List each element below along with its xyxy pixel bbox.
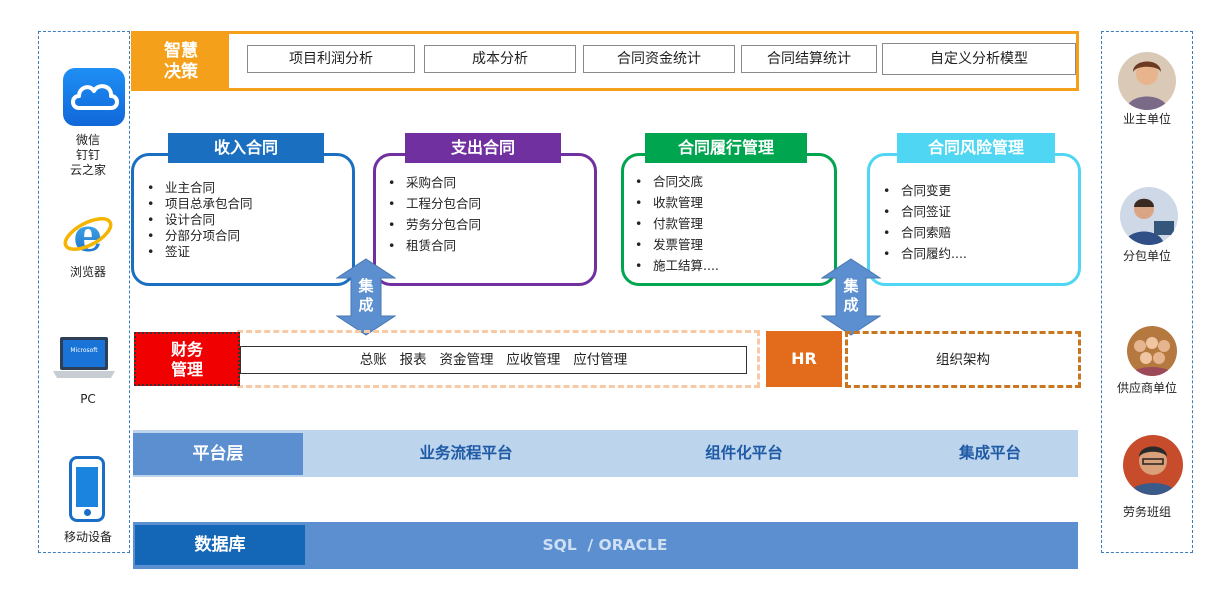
decision-item-contract-settlement[interactable]: 合同结算统计 [741, 45, 877, 73]
subcontractor-avatar-icon [1120, 187, 1178, 245]
finance-badge: 财务 管理 [134, 332, 240, 386]
list-item: 采购合同 [384, 172, 584, 193]
list-item: 合同索赔 [879, 222, 1074, 243]
access-label-line: 微信 [75, 133, 100, 147]
finance-items-bar[interactable]: 总账 报表 资金管理 应收管理 应付管理 [240, 346, 747, 374]
owner-avatar-icon [1118, 52, 1176, 110]
list-item: 签证 [143, 244, 343, 260]
access-label-line: 钉钉 [75, 148, 100, 162]
platform-item-component[interactable]: 组件化平台 [705, 444, 783, 462]
integration-label-right: 集 成 [831, 277, 871, 315]
integration-label-line: 成 [843, 296, 859, 314]
party-label-subcontractor: 分包单位 [1122, 249, 1171, 263]
integration-label-line: 集 [358, 277, 374, 295]
contract-list-performance: 合同交底 收款管理 付款管理 发票管理 施工结算.... [631, 171, 831, 276]
contract-list-risk: 合同变更 合同签证 合同索赔 合同履约.... [879, 180, 1074, 264]
integration-label-line: 成 [358, 296, 374, 314]
access-label-im: 微信 钉钉 云之家 [48, 133, 128, 178]
smart-decision-bar [131, 31, 1079, 91]
list-item: 工程分包合同 [384, 193, 584, 214]
access-label-mobile: 移动设备 [63, 530, 112, 544]
list-item: 施工结算.... [631, 255, 831, 276]
database-layer-badge: 数据库 [135, 525, 305, 565]
decision-item-contract-funds[interactable]: 合同资金统计 [583, 45, 735, 73]
access-label-pc: PC [80, 392, 96, 406]
list-item: 合同交底 [631, 171, 831, 192]
list-item: 付款管理 [631, 213, 831, 234]
org-structure-box[interactable]: 组织架构 [845, 331, 1081, 388]
list-item: 业主合同 [143, 180, 343, 196]
integration-arrow-left [335, 258, 397, 336]
decision-item-project-profit[interactable]: 项目利润分析 [247, 45, 415, 73]
contract-head-risk: 合同风险管理 [897, 133, 1055, 163]
smart-decision-badge: 智慧 决策 [133, 33, 229, 89]
list-item: 发票管理 [631, 234, 831, 255]
integration-arrow-right [820, 258, 882, 336]
finance-badge-line: 财务 [170, 340, 203, 359]
party-label-owner: 业主单位 [1122, 112, 1171, 126]
integration-label-line: 集 [843, 277, 859, 295]
decision-badge-line: 决策 [164, 62, 198, 82]
svg-text:e: e [73, 208, 102, 261]
database-types-text: SQL / ORACLE [542, 536, 668, 554]
labor-team-avatar-icon [1123, 435, 1183, 495]
list-item: 合同履约.... [879, 243, 1074, 264]
contract-list-income: 业主合同 项目总承包合同 设计合同 分部分项合同 签证 [143, 180, 343, 260]
decision-badge-line: 智慧 [164, 41, 198, 61]
platform-item-integration[interactable]: 集成平台 [958, 444, 1021, 462]
list-item: 合同变更 [879, 180, 1074, 201]
hr-badge: HR [766, 331, 842, 387]
ie-browser-icon: e [61, 207, 115, 262]
laptop-icon [51, 335, 117, 383]
party-label-labor-team: 劳务班组 [1122, 505, 1171, 519]
contract-list-expense: 采购合同 工程分包合同 劳务分包合同 租赁合同 [384, 172, 584, 256]
list-item: 分部分项合同 [143, 228, 343, 244]
decision-item-cost-analysis[interactable]: 成本分析 [424, 45, 576, 73]
laptop-screen-logo: Microsoft [70, 347, 98, 354]
list-item: 劳务分包合同 [384, 214, 584, 235]
list-item: 项目总承包合同 [143, 196, 343, 212]
external-party-panel [1101, 31, 1193, 553]
list-item: 收款管理 [631, 192, 831, 213]
contract-head-performance: 合同履行管理 [645, 133, 807, 163]
supplier-avatar-icon [1127, 326, 1177, 376]
access-label-browser: 浏览器 [69, 265, 106, 279]
cloud-icon [63, 68, 125, 126]
mobile-phone-icon [69, 456, 105, 522]
platform-layer-badge: 平台层 [133, 433, 303, 475]
contract-head-expense: 支出合同 [405, 133, 561, 163]
list-item: 合同签证 [879, 201, 1074, 222]
platform-item-workflow[interactable]: 业务流程平台 [419, 444, 513, 462]
party-label-supplier: 供应商单位 [1116, 381, 1177, 395]
finance-badge-line: 管理 [170, 360, 203, 379]
access-channel-panel [38, 31, 130, 553]
access-label-line: 云之家 [69, 163, 106, 177]
list-item: 设计合同 [143, 212, 343, 228]
contract-head-income: 收入合同 [168, 133, 324, 163]
decision-item-custom-model[interactable]: 自定义分析模型 [882, 43, 1076, 75]
integration-label-left: 集 成 [346, 277, 386, 315]
list-item: 租赁合同 [384, 235, 584, 256]
